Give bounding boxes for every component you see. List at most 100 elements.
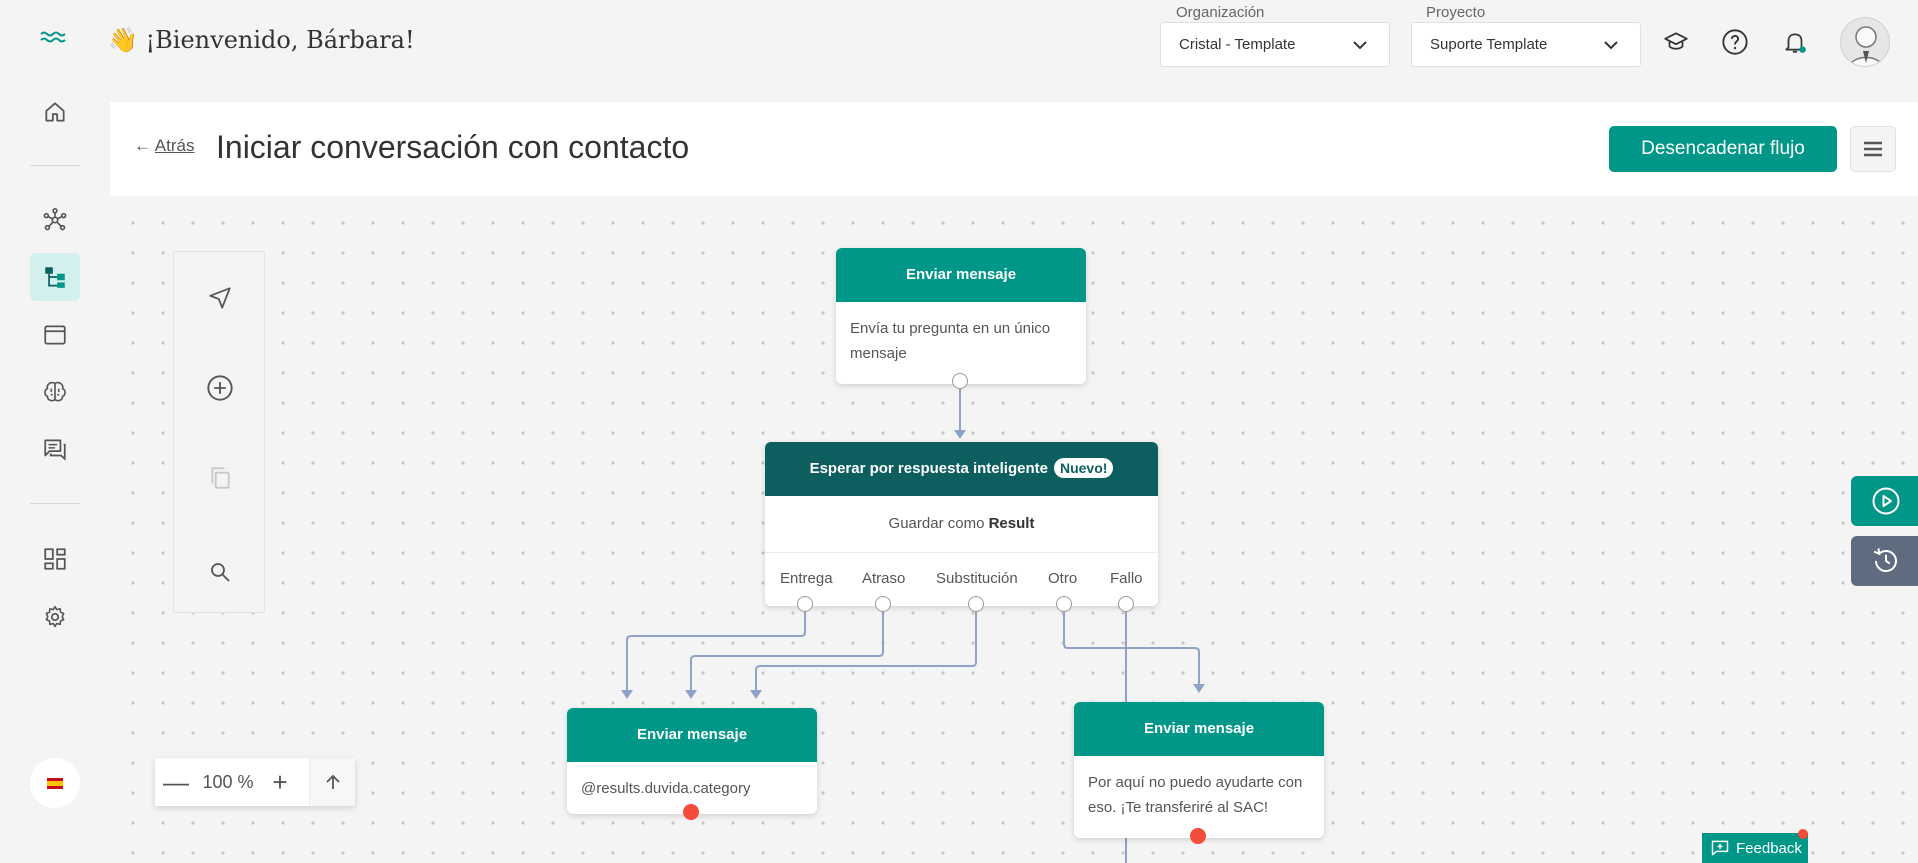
academy-button[interactable] — [1658, 24, 1694, 60]
project-label: Proyecto — [1426, 4, 1486, 21]
navigate-icon — [209, 287, 231, 309]
bell-icon — [1785, 33, 1806, 53]
save-as-prefix: Guardar como — [888, 515, 985, 532]
hamburger-icon — [1864, 141, 1882, 157]
sidebar-item-window[interactable] — [30, 311, 80, 359]
tool-navigate[interactable] — [200, 278, 240, 318]
brain-icon — [44, 381, 66, 402]
flow-editor-panel: ← Atrás Iniciar conversación con contact… — [110, 102, 1918, 863]
search-icon — [211, 563, 230, 582]
chat-icon — [44, 439, 66, 461]
flows-icon — [45, 267, 65, 288]
add-circle-icon — [207, 375, 233, 401]
feedback-icon — [1711, 840, 1729, 856]
output-port-entrega[interactable] — [797, 596, 813, 612]
category-substitucion: Substitución — [936, 570, 1018, 587]
toolbox — [173, 251, 265, 613]
zoom-out-button[interactable]: — — [163, 766, 189, 797]
feedback-notification-dot — [1798, 829, 1808, 839]
tool-add[interactable] — [200, 368, 240, 408]
node-body: Envía tu pregunta en un único mensaje — [850, 320, 1051, 362]
gear-icon — [45, 605, 65, 628]
tool-copy[interactable] — [200, 458, 240, 498]
save-as-row: Guardar como Result — [765, 496, 1158, 553]
back-arrow: ← — [134, 136, 151, 155]
node-body: @results.duvida.category — [581, 780, 751, 797]
output-port-error[interactable] — [1190, 828, 1206, 844]
zoom-control: — 100 % + — [155, 758, 355, 806]
node-body: Por aquí no puedo ayudarte con eso. ¡Te … — [1088, 774, 1303, 816]
history-icon — [1873, 548, 1897, 573]
help-icon — [1722, 29, 1748, 55]
welcome-message: 👋 ¡Bienvenido, Bárbara! — [108, 26, 415, 54]
scroll-top-button[interactable] — [309, 758, 355, 806]
trigger-flow-button[interactable]: Desencadenar flujo — [1609, 126, 1837, 172]
node-title: Enviar mensaje — [1074, 702, 1324, 756]
window-icon — [44, 325, 66, 345]
feedback-label: Feedback — [1736, 839, 1802, 857]
node-send-message-2[interactable]: Enviar mensaje @results.duvida.category — [567, 708, 817, 820]
panel-header: ← Atrás Iniciar conversación con contact… — [110, 102, 1918, 196]
project-select[interactable]: Suporte Template — [1411, 22, 1641, 67]
sidebar-item-settings[interactable] — [30, 593, 80, 641]
notifications-button[interactable] — [1777, 24, 1813, 60]
graduation-cap-icon — [1664, 32, 1688, 50]
page-title: Iniciar conversación con contacto — [216, 129, 690, 165]
user-avatar[interactable] — [1840, 17, 1890, 67]
tool-search[interactable] — [200, 552, 240, 592]
output-port-error[interactable] — [683, 804, 699, 820]
sidebar-item-brain[interactable] — [30, 368, 80, 416]
sidebar-item-flows[interactable] — [30, 253, 80, 301]
category-atraso: Atraso — [862, 570, 906, 587]
sidebar — [0, 0, 108, 863]
org-select-value: Cristal - Template — [1179, 36, 1296, 53]
zoom-in-button[interactable]: + — [272, 766, 288, 797]
sidebar-item-network[interactable] — [30, 196, 80, 244]
save-as-variable: Result — [988, 515, 1035, 532]
node-send-message-1[interactable]: Enviar mensaje Envía tu pregunta en un ú… — [836, 248, 1086, 389]
node-title: Enviar mensaje — [567, 708, 817, 762]
logo-icon[interactable] — [40, 30, 68, 46]
back-link[interactable]: ← Atrás — [134, 136, 194, 156]
zoom-level: 100 % — [202, 771, 254, 792]
home-icon — [45, 102, 65, 122]
org-label: Organización — [1176, 4, 1265, 21]
output-port-otro[interactable] — [1056, 596, 1072, 612]
org-select[interactable]: Cristal - Template — [1160, 22, 1390, 67]
avatar-icon — [1849, 26, 1883, 66]
flow-canvas[interactable]: Enviar mensaje Envía tu pregunta en un ú… — [110, 196, 1918, 863]
node-title: Enviar mensaje — [836, 248, 1086, 302]
play-circle-icon — [1872, 487, 1900, 515]
run-flow-button[interactable] — [1851, 476, 1918, 526]
node-title-bar: Esperar por respuesta inteligente Nuevo! — [765, 442, 1158, 496]
project-select-value: Suporte Template — [1430, 36, 1548, 53]
history-button[interactable] — [1851, 536, 1918, 586]
chevron-down-icon — [1353, 41, 1367, 50]
spain-flag-icon — [47, 777, 63, 789]
sidebar-item-chat[interactable] — [30, 425, 80, 473]
sidebar-item-dashboard[interactable] — [30, 535, 80, 583]
new-badge: Nuevo! — [1053, 458, 1114, 478]
arrow-up-icon — [325, 774, 340, 789]
node-send-message-3[interactable]: Enviar mensaje Por aquí no puedo ayudart… — [1074, 702, 1324, 844]
node-title: Esperar por respuesta inteligente — [809, 460, 1048, 477]
copy-icon — [211, 467, 230, 489]
output-port[interactable] — [952, 373, 968, 389]
help-button[interactable] — [1717, 24, 1753, 60]
category-otro: Otro — [1048, 570, 1078, 587]
dashboard-icon — [44, 548, 66, 570]
output-port-atraso[interactable] — [875, 596, 891, 612]
sidebar-item-home[interactable] — [30, 88, 80, 136]
network-icon — [43, 208, 67, 231]
category-fallo: Fallo — [1110, 570, 1143, 587]
connectors — [621, 382, 1205, 863]
back-label: Atrás — [154, 136, 195, 155]
feedback-button[interactable]: Feedback — [1702, 833, 1808, 863]
chevron-down-icon — [1604, 41, 1618, 50]
output-port-substitucion[interactable] — [968, 596, 984, 612]
category-entrega: Entrega — [780, 570, 833, 587]
menu-button[interactable] — [1850, 126, 1896, 172]
language-flag[interactable] — [30, 758, 80, 808]
output-port-fallo[interactable] — [1118, 596, 1134, 612]
